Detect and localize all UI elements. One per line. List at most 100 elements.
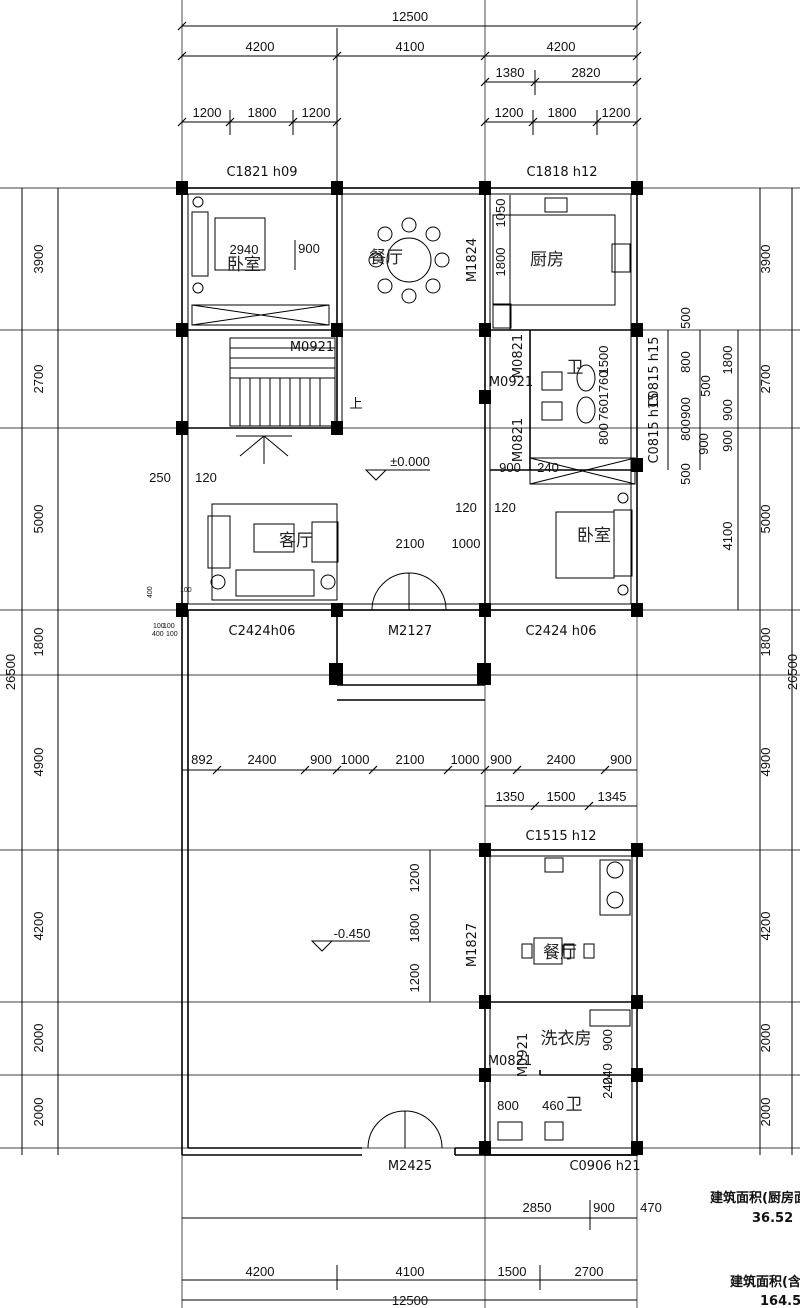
dim-tiny-100d: 100: [166, 631, 178, 638]
dim-left-total: 26500: [3, 654, 18, 690]
dim-460: 460: [542, 1098, 564, 1113]
dim-bot-2700: 2700: [575, 1264, 604, 1279]
area-note-2: 建筑面积(含: [730, 1274, 800, 1290]
dim-1050: 1050: [493, 199, 508, 228]
window-c2424b: C2424 h06: [525, 624, 596, 639]
dim-right-8: 2000: [758, 1098, 773, 1127]
door-m2127: M2127: [388, 624, 432, 639]
room-bath1: 卫: [567, 358, 584, 378]
dim-tiny-400b: 400: [152, 631, 164, 638]
walls: [181, 187, 638, 1156]
door-m0821c: M0821: [488, 1054, 532, 1069]
dim-total-top: 12500: [392, 9, 428, 24]
dim-right-5: 4900: [758, 748, 773, 777]
level-marks: [310, 469, 430, 952]
dim-top-b: 4100: [396, 39, 425, 54]
dining-table-icon: [368, 217, 450, 304]
dim-120a: 120: [195, 470, 217, 485]
window-c1818: C1818 h12: [526, 165, 597, 180]
dim-in-900d: 900: [720, 430, 735, 452]
area-value-1: 36.52: [752, 1211, 793, 1226]
dim-in-800a: 800: [678, 351, 693, 373]
room-bedroom2: 卧室: [577, 526, 611, 546]
dim-l1200b: 1200: [302, 105, 331, 120]
porch-doors-icon: [367, 572, 447, 1149]
columns: [176, 181, 643, 1155]
dim-1350: 1350: [496, 789, 525, 804]
dim-900c: 900: [610, 752, 632, 767]
dim-left-3: 5000: [31, 505, 46, 534]
door-m2425: M2425: [388, 1159, 432, 1174]
dim-900b: 900: [490, 752, 512, 767]
dim-l1200a: 1200: [193, 105, 222, 120]
dim-d1200a: 1200: [407, 864, 422, 893]
dim-bot-1500: 1500: [498, 1264, 527, 1279]
dim-right-1: 3900: [758, 245, 773, 274]
dim-900a: 900: [310, 752, 332, 767]
dim-1500: 1500: [547, 789, 576, 804]
dim-top-c: 4200: [547, 39, 576, 54]
stair-up-label: 上: [349, 396, 362, 411]
dim-900e: 900: [499, 460, 521, 475]
dim-in-900c: 900: [720, 399, 735, 421]
kitchen-counter-icon: [492, 197, 631, 329]
dim-left-6: 4200: [31, 912, 46, 941]
dim-2940: 2940: [230, 242, 259, 257]
dim-in-4100: 4100: [720, 522, 735, 551]
room-dining1: 餐厅: [369, 248, 403, 268]
dim-tiny-100a: 100: [180, 587, 192, 594]
window-c2424a: C2424h06: [229, 624, 296, 639]
level-main: ±0.000: [390, 454, 430, 469]
door-m0921c: M0921: [516, 1033, 531, 1077]
dim-1000a: 1000: [341, 752, 370, 767]
dim-bot-total: 12500: [392, 1293, 428, 1308]
door-m0921b: M0921: [489, 375, 533, 390]
dim-900f: 900: [600, 1029, 615, 1051]
dim-right-2: 2700: [758, 365, 773, 394]
dim-bot-4200: 4200: [246, 1264, 275, 1279]
door-m1824: M1824: [465, 238, 480, 282]
dim-tiny-400a: 400: [147, 586, 154, 598]
level-yard: -0.450: [334, 926, 371, 941]
window-c0906: C0906 h21: [569, 1159, 640, 1174]
dim-2100: 2100: [396, 752, 425, 767]
dim-left-8: 2000: [31, 1098, 46, 1127]
dim-bot-900: 900: [593, 1200, 615, 1215]
room-bedroom1: 卧室: [227, 255, 261, 275]
dim-left-5: 4900: [31, 748, 46, 777]
door-m1827: M1827: [465, 923, 480, 967]
window-c0815a: C0815 h15: [647, 336, 662, 407]
dim-240a: 240: [537, 460, 559, 475]
dim-in-900a: 900: [678, 397, 693, 419]
dim-left-4: 1800: [31, 628, 46, 657]
room-dining2: 餐厅: [543, 943, 577, 963]
dim-bot-2850: 2850: [523, 1200, 552, 1215]
window-c0815b: C0815 h15: [647, 392, 662, 463]
lower-dining-icon: [497, 857, 631, 1141]
dim-right-total: 26500: [785, 654, 800, 690]
room-kitchen1: 厨房: [530, 250, 564, 270]
dim-bot-4100: 4100: [396, 1264, 425, 1279]
dim-bath-760: 760: [596, 399, 611, 421]
window-c1821: C1821 h09: [226, 165, 297, 180]
dim-right-7: 2000: [758, 1024, 773, 1053]
dim-bath-1760: 1760: [596, 371, 611, 400]
dim-120c: 120: [494, 500, 516, 515]
dim-right-4: 1800: [758, 628, 773, 657]
dim-tiny-100c: 100: [163, 623, 175, 630]
dim-800c: 800: [497, 1098, 519, 1113]
dim-240b: 240: [600, 1077, 615, 1099]
window-c1515: C1515 h12: [525, 829, 596, 844]
dim-1800k: 1800: [493, 248, 508, 277]
dim-bath-800: 800: [596, 423, 611, 445]
door-m0921a: M0921: [290, 340, 334, 355]
bedroom1-bed-icon: [191, 196, 330, 326]
door-m0821a: M0821: [511, 334, 526, 378]
room-living: 客厅: [279, 531, 313, 551]
dim-2400b: 2400: [547, 752, 576, 767]
room-bath2: 卫: [566, 1095, 583, 1115]
dim-left-2: 2700: [31, 365, 46, 394]
dim-in-500c: 500: [678, 463, 693, 485]
